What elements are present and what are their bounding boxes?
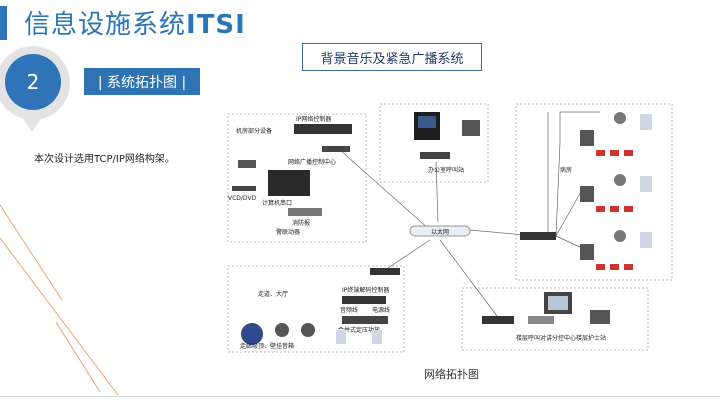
decor-line-2 [0,237,119,396]
section-number-badge: 2 [5,54,61,110]
ward-switch [520,232,556,240]
ward-label: 病房 [560,166,572,174]
office-terminal-screen [418,116,436,128]
wall-speaker-1 [336,330,346,344]
office-microphone [462,120,480,136]
alarm-linkage-label: 警联动器 [276,228,300,236]
computer-port-label: 计算机串口 [262,199,292,207]
section-label: | 系统拓扑图 | [84,68,200,95]
machine-room-region [227,113,367,243]
section-number-pointer [20,114,44,132]
body-text: 本次设计选用TCP/IP网络构架。 [34,154,175,165]
power-line-label: 电源线 [372,306,390,314]
ethernet-label: 以太网 [431,228,449,236]
nurse-station-label: 楼层呼叫对讲分控中心楼层护士站 [516,334,606,342]
nurse-keyboard [528,316,554,324]
slide-title-cn: 信息设施系统 [24,10,187,40]
nurse-monitor-screen [548,296,568,310]
ip-decoder-device [342,296,386,304]
corridor-region [227,265,405,353]
title-accent-bar [0,6,7,40]
wall-speaker-2 [372,330,382,344]
ceiling-speaker-label: 走廊吸顶、壁挂音箱 [240,342,294,350]
cd-player [232,186,256,191]
machine-room-label: 机房部分设备 [236,127,272,135]
ward-terminals [580,112,652,270]
nurse-switch [482,316,514,324]
ceiling-speaker-2 [275,323,289,337]
fire-panel-label: 消防报 [292,219,310,227]
ip-decoder-label: IP终端解码控制器 [342,286,389,294]
corridor-switch [370,268,400,275]
amplifier-label: 合并式定压功放 [338,326,380,334]
ceiling-speaker-1 [241,323,263,345]
office-region [379,103,489,183]
diagram-title: 背景音乐及紧急广播系统 [302,43,482,71]
nurse-station-region [461,287,649,351]
audio-line-label: 音频线 [340,306,358,314]
ceiling-speaker-3 [301,323,315,337]
corridor-label: 走道、大厅 [258,290,288,298]
ip-controller-device [294,124,352,134]
diagram-caption: 网络拓扑图 [424,368,479,381]
ip-controller-label: IP网络控制器 [296,115,331,123]
microphone-console [238,160,256,168]
footer-divider [0,396,720,397]
broadcast-center-label: 网络广播控制中心 [288,158,336,166]
nurse-microphone [590,310,610,324]
ethernet-bus [409,225,471,237]
slide-title-en: ITSI [186,10,246,40]
broadcast-server [268,170,310,196]
switch-1 [322,146,350,152]
amplifier-device [342,316,388,324]
office-station-label: 办公室呼叫站 [428,166,464,174]
ward-region [515,103,673,281]
fire-alarm-panel [288,208,322,216]
vcd-dvd-label: VCD/DVD [228,195,257,202]
slide-title: 信息设施系统ITSI [24,4,246,41]
decor-line-3 [55,321,101,393]
decor-line-1 [0,204,63,301]
network-links [339,111,600,321]
office-switch [420,152,450,159]
